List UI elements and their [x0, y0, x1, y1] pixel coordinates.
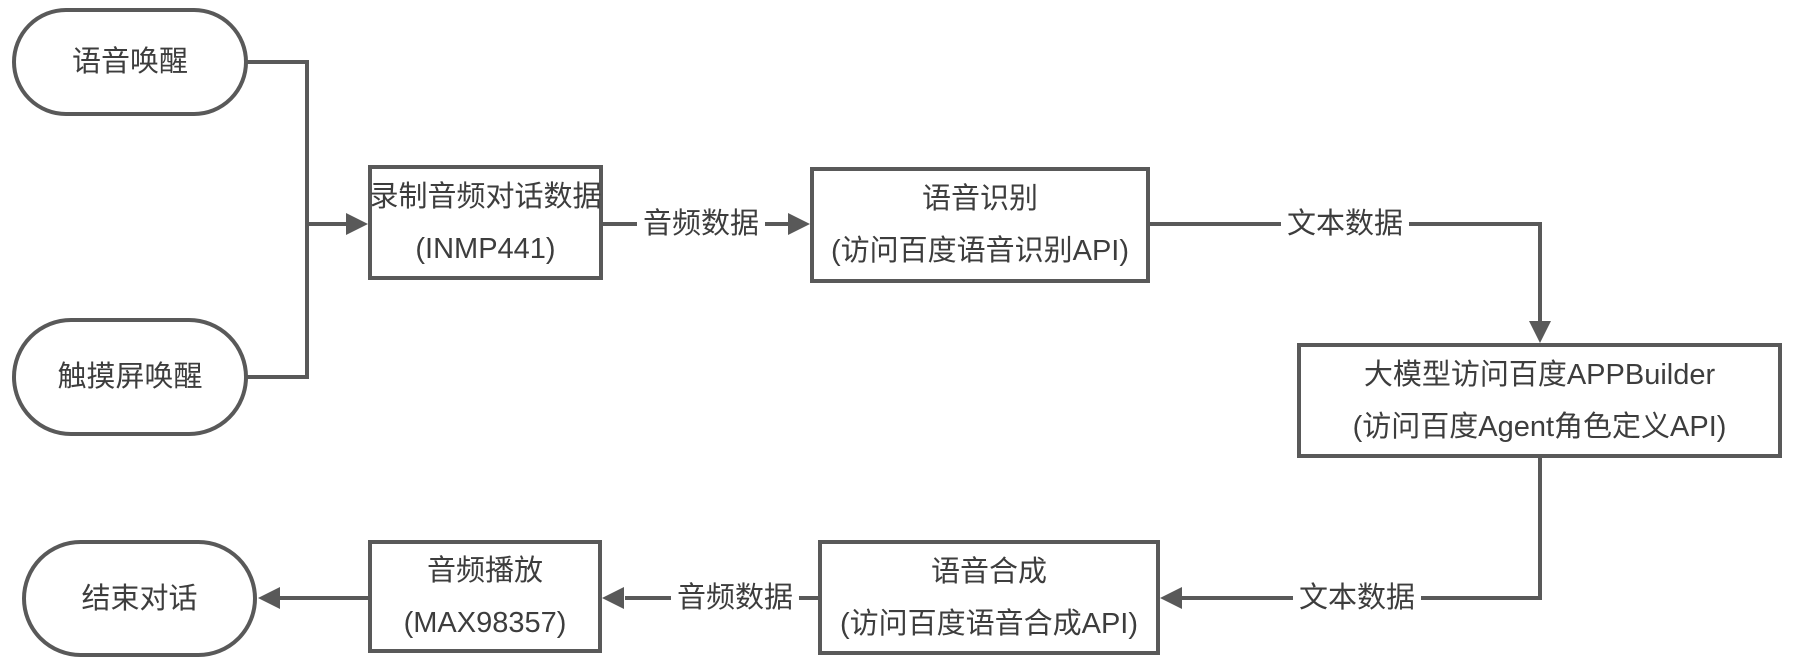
arrowhead-into-record [346, 213, 368, 235]
node-speech-synthesis: 语音合成 (访问百度语音合成API) [818, 540, 1160, 655]
node-audio-playback-line1: 音频播放 [426, 554, 543, 587]
node-end-dialog: 结束对话 [22, 540, 257, 657]
node-speech-synthesis-line2: (访问百度语音合成API) [839, 607, 1139, 640]
arrowhead-into-play [602, 587, 624, 609]
edge-label-text-data-2: 文本数据 [1292, 581, 1422, 615]
node-record-audio: 录制音频对话数据 (INMP441) [368, 165, 603, 280]
node-speech-recognition-line2: (访问百度语音识别API) [830, 235, 1130, 267]
edge-label-audio-data-1: 音频数据 [636, 207, 766, 241]
arrowhead-into-llm [1529, 321, 1551, 343]
node-llm-appbuilder-line2: (访问百度Agent角色定义API) [1352, 410, 1727, 443]
edge-label-text-data-1: 文本数据 [1280, 207, 1410, 241]
node-speech-synthesis-line1: 语音合成 [930, 555, 1047, 588]
node-touch-wake-label: 触摸屏唤醒 [57, 361, 203, 393]
node-llm-appbuilder-line1: 大模型访问百度APPBuilder [1363, 358, 1716, 391]
node-llm-appbuilder: 大模型访问百度APPBuilder (访问百度Agent角色定义API) [1297, 343, 1782, 458]
node-end-dialog-label: 结束对话 [81, 582, 198, 615]
node-touch-wake: 触摸屏唤醒 [12, 318, 248, 436]
connector-play-to-end [280, 596, 368, 600]
node-voice-wake-label: 语音唤醒 [71, 46, 188, 78]
node-voice-wake: 语音唤醒 [12, 8, 248, 116]
connector-voice-wake-branch [246, 60, 309, 64]
node-speech-recognition-line1: 语音识别 [921, 183, 1038, 215]
connector-wake-to-record [309, 222, 348, 226]
connector-wake-merge-vertical [305, 60, 309, 379]
arrowhead-into-end [258, 587, 280, 609]
arrowhead-into-tts [1160, 587, 1182, 609]
node-audio-playback-line2: (MAX98357) [403, 606, 567, 639]
connector-llm-to-tts-vertical [1538, 458, 1542, 600]
node-record-audio-line1: 录制音频对话数据 [369, 180, 602, 213]
node-speech-recognition: 语音识别 (访问百度语音识别API) [810, 167, 1150, 283]
edge-label-audio-data-2: 音频数据 [670, 581, 800, 615]
connector-asr-to-llm-vertical [1538, 222, 1542, 321]
node-record-audio-line2: (INMP441) [415, 232, 556, 265]
connector-touch-wake-branch [246, 375, 309, 379]
arrowhead-into-asr [788, 213, 810, 235]
node-audio-playback: 音频播放 (MAX98357) [368, 540, 602, 653]
